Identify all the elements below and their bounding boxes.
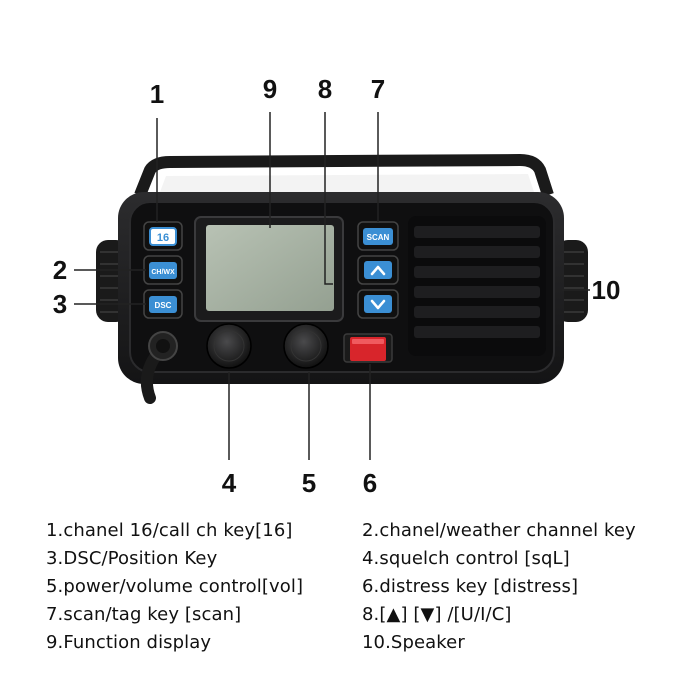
- squelch-knob[interactable]: [206, 323, 252, 369]
- scan-key-label: SCAN: [367, 233, 390, 242]
- scan-key[interactable]: SCAN: [357, 221, 399, 251]
- legend-item-7: 7.scan/tag key [scan]: [46, 604, 242, 625]
- legend-item-10: 10.Speaker: [362, 632, 465, 653]
- mic-cable: [141, 331, 178, 404]
- up-arrow-key[interactable]: [357, 255, 399, 285]
- legend-item-2: 2.chanel/weather channel key: [362, 520, 636, 541]
- legend-item-3: 3.DSC/Position Key: [46, 548, 218, 569]
- dsc-key-label: DSC: [155, 301, 172, 310]
- ch16-key[interactable]: 16: [143, 221, 183, 251]
- legend-item-5: 5.power/volume control[vol]: [46, 576, 304, 597]
- leader-lines: [74, 112, 590, 460]
- ch16-key-label: 16: [157, 232, 169, 244]
- callout-numbers: 1 2 3 4 5 6 7 8 9 10: [53, 74, 621, 498]
- callout-9: 9: [263, 74, 277, 104]
- callout-2: 2: [53, 255, 67, 285]
- up-arrow-icon: [370, 265, 386, 276]
- legend-item-6: 6.distress key [distress]: [362, 576, 579, 597]
- ch-wx-key[interactable]: CH/WX: [143, 255, 183, 285]
- speaker-grille: [408, 216, 546, 356]
- volume-knob[interactable]: [283, 323, 329, 369]
- radio-diagram: 16 CH/WX DSC SCAN: [53, 74, 621, 498]
- legend-item-9: 9.Function display: [46, 632, 212, 653]
- callout-7: 7: [371, 74, 385, 104]
- callout-10: 10: [592, 275, 621, 305]
- distress-key[interactable]: [343, 333, 393, 363]
- legend: 1.chanel 16/call ch key[16] 2.chanel/wea…: [0, 510, 700, 690]
- callout-1: 1: [150, 79, 164, 109]
- callout-3: 3: [53, 289, 67, 319]
- callout-6: 6: [363, 468, 377, 498]
- callout-4: 4: [222, 468, 237, 498]
- callout-5: 5: [302, 468, 316, 498]
- callout-8: 8: [318, 74, 332, 104]
- legend-item-8: 8.[▲] [▼] /[U/I/C]: [362, 604, 512, 625]
- dsc-key[interactable]: DSC: [143, 289, 183, 319]
- legend-item-4: 4.squelch control [sqL]: [362, 548, 570, 569]
- legend-item-1: 1.chanel 16/call ch key[16]: [46, 520, 293, 541]
- down-arrow-key[interactable]: [357, 289, 399, 319]
- ch-wx-key-label: CH/WX: [151, 269, 175, 276]
- down-arrow-icon: [370, 299, 386, 310]
- function-display: [206, 225, 334, 311]
